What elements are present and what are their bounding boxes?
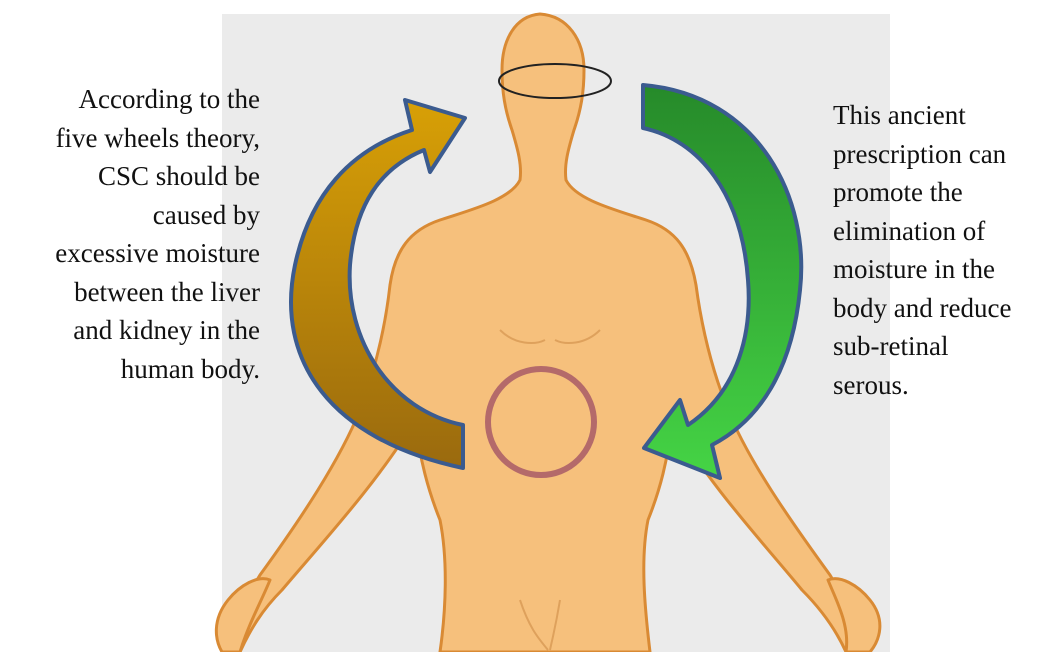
right-annotation-line: This ancient [833, 96, 1048, 135]
right-annotation: This ancient prescription can promote th… [833, 96, 1048, 404]
right-annotation-line: elimination of [833, 212, 1048, 251]
right-annotation-line: body and reduce [833, 289, 1048, 328]
left-annotation-line: human body. [0, 350, 260, 389]
right-annotation-line: prescription can [833, 135, 1048, 174]
left-annotation-line: CSC should be [0, 157, 260, 196]
left-annotation: According to the five wheels theory, CSC… [0, 80, 260, 388]
right-annotation-line: moisture in the [833, 250, 1048, 289]
right-annotation-line: serous. [833, 366, 1048, 405]
left-annotation-line: caused by [0, 196, 260, 235]
left-annotation-line: five wheels theory, [0, 119, 260, 158]
right-annotation-line: promote the [833, 173, 1048, 212]
left-annotation-line: and kidney in the [0, 311, 260, 350]
left-annotation-line: According to the [0, 80, 260, 119]
right-annotation-line: sub-retinal [833, 327, 1048, 366]
left-annotation-line: between the liver [0, 273, 260, 312]
left-annotation-line: excessive moisture [0, 234, 260, 273]
